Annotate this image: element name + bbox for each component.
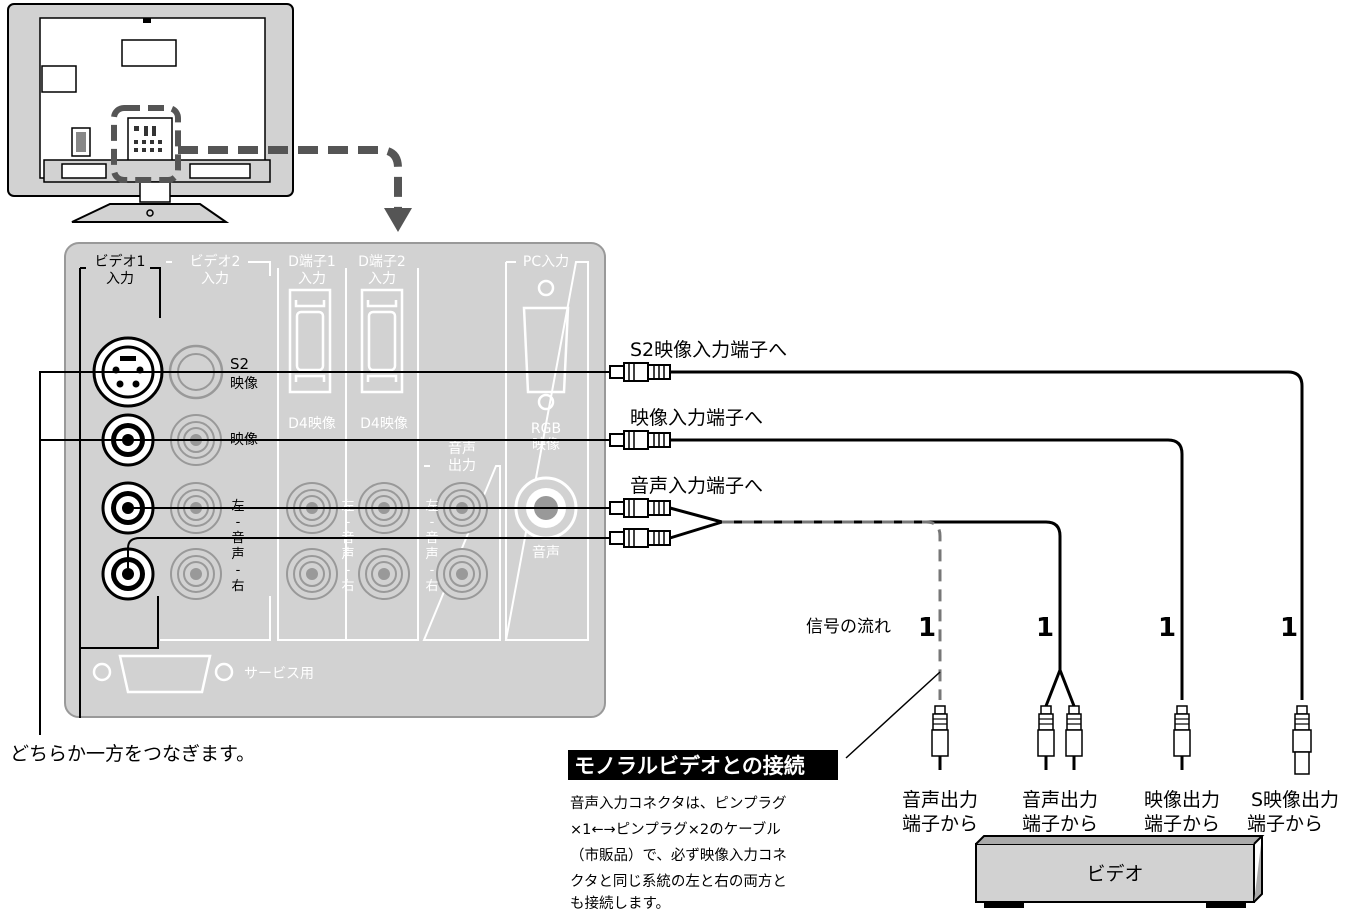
s2-label: S2	[230, 355, 249, 373]
output-label-3b: 端子から	[1144, 813, 1220, 835]
video1-label: ビデオ1	[95, 253, 146, 270]
mono-line-3: （市販品）で、必ず映像入力コネ	[570, 847, 787, 864]
d4-label-1: D4映像	[288, 416, 336, 432]
dash-label-2: -	[236, 563, 241, 578]
d4-label-2: D4映像	[360, 416, 408, 432]
output-label-3: 映像出力	[1144, 789, 1220, 811]
rgb-label: RGB	[531, 421, 561, 437]
tv-rear-illustration	[7, 3, 412, 232]
mono-line-2: ×1←→ピンプラグ×2のケーブル	[570, 820, 781, 838]
right-label: 右	[231, 579, 244, 594]
d2-label-2: 入力	[368, 271, 396, 287]
dash-label-1: -	[236, 515, 241, 530]
flow-number-2: 1	[1036, 613, 1054, 643]
video1-label-2: 入力	[106, 271, 134, 287]
flow-number-4: 1	[1280, 613, 1298, 643]
pc-label: PC入力	[523, 254, 569, 270]
service-port	[92, 654, 234, 694]
output-label-4b: 端子から	[1247, 813, 1323, 835]
left-label-d: 左	[341, 499, 354, 514]
right-label-d: 右	[341, 579, 354, 594]
signal-flow-label: 信号の流れ	[806, 617, 891, 637]
mono-line-1: 音声入力コネクタは、ピンプラグ	[570, 794, 786, 812]
dash-label-o1: -	[430, 515, 435, 530]
dash-label-d2: -	[346, 563, 351, 578]
s2-label-2: 映像	[230, 376, 258, 392]
audio-out-label: 音声	[448, 440, 476, 457]
d1-label-2: 入力	[298, 271, 326, 287]
d2-label: D端子2	[358, 254, 406, 270]
mono-title: モノラルビデオとの接続	[574, 754, 805, 778]
dash-label-d1: -	[346, 515, 351, 530]
video2-label: ビデオ2	[190, 253, 241, 270]
mono-title-bg	[568, 750, 838, 780]
left-label-o: 左	[425, 499, 438, 514]
s2-input-label: S2映像入力端子へ	[630, 339, 787, 361]
video2-label-2: 入力	[201, 271, 229, 287]
pc-audio-label: 音声	[532, 544, 560, 561]
d1-label: D端子1	[288, 254, 336, 270]
audio-v2-label-o: 声	[425, 547, 438, 562]
flow-number-1: 1	[918, 613, 936, 643]
output-label-4: S映像出力	[1251, 789, 1339, 811]
video-box-label: ビデオ	[1086, 863, 1143, 885]
output-label-1: 音声出力	[902, 789, 978, 811]
terminal-panel: ビデオ1 入力 ビデオ2 入力 D端子1 入力 D端子2 入力 D4映像 D4映…	[64, 242, 606, 718]
left-label: 左	[231, 499, 244, 514]
mono-line-4: クタと同じ系統の左と右の両方と	[570, 873, 787, 890]
right-label-o: 右	[425, 579, 438, 594]
mono-line-5: も接続します。	[570, 895, 670, 910]
cables	[609, 362, 1312, 775]
audio-out-label-2: 出力	[448, 458, 476, 474]
output-label-2b: 端子から	[1022, 813, 1098, 835]
video-deck: ビデオ	[975, 835, 1265, 908]
output-label-2: 音声出力	[1022, 789, 1098, 811]
flow-number-3: 1	[1158, 613, 1176, 643]
either-one-note: どちらか一方をつなぎます。	[10, 743, 255, 765]
dash-label-o2: -	[430, 563, 435, 578]
service-label: サービス用	[244, 666, 314, 682]
audio-v2-label: 声	[231, 547, 244, 562]
audio-v2-label-d: 声	[341, 547, 354, 562]
video-input-label: 映像入力端子へ	[630, 407, 763, 429]
output-label-1b: 端子から	[902, 813, 978, 835]
audio-input-label: 音声入力端子へ	[630, 475, 763, 497]
